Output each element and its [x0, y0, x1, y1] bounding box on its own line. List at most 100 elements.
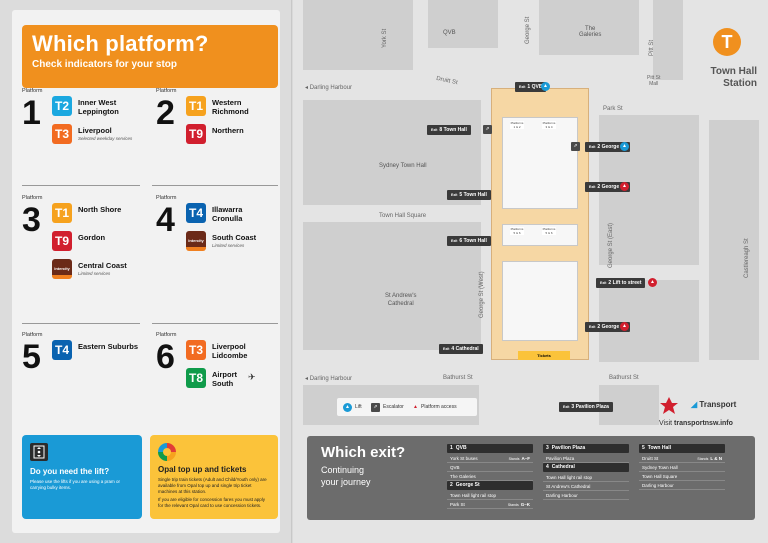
- street-label-darling-bottom: ◂ Darling Harbour: [305, 376, 353, 382]
- line-name: Airport South: [212, 370, 237, 388]
- exit-destination: Pavilion Plaza: [546, 456, 575, 461]
- stands-value: L & N: [710, 456, 722, 461]
- platform-label: Platform: [22, 332, 43, 338]
- line-badge: T1: [186, 96, 206, 116]
- stands-value: G–K: [520, 502, 530, 507]
- line-badge: Intercity: [52, 259, 72, 279]
- station-concourse: Platforms 1 & 2 Platforms 3 & 4 Platform…: [491, 88, 589, 360]
- street-label-pitt-mall: Pitt St Mall: [647, 75, 661, 87]
- line-name: Illawarra Cronulla: [212, 205, 243, 223]
- lift-icon: ▲: [343, 403, 352, 412]
- platform-access-icon: ▲: [620, 322, 629, 331]
- city-block: [428, 0, 498, 48]
- exit-heading-label: Cathedral: [551, 464, 575, 470]
- platform-access-icon: ▲: [648, 278, 657, 287]
- line-subtext: Limited services: [78, 271, 111, 276]
- line-badge: T2: [52, 96, 72, 116]
- line-name: Liverpool Lidcombe: [212, 342, 248, 360]
- platform-number: 2: [156, 94, 175, 132]
- city-block: [303, 0, 413, 70]
- exit-destination: QVB: [450, 465, 460, 470]
- exit-destination: Park St: [450, 502, 465, 507]
- opal-box-title: Opal top up and tickets: [158, 465, 247, 474]
- line-subtext: Limited services: [212, 243, 245, 248]
- street-label-bathurst-right: Bathurst St: [609, 375, 639, 381]
- street-label-george-east: George St (East): [608, 222, 614, 268]
- escalator-icon: ⇗: [571, 142, 580, 151]
- platform-label: Platform: [156, 195, 177, 201]
- exit-destination-row: QVB: [447, 463, 533, 472]
- street-label-darling-top: ◂ Darling Harbour: [305, 85, 353, 91]
- platform-guide-panel: Which platform? Check indicators for you…: [0, 0, 292, 543]
- nsw-government-logo: [659, 396, 679, 416]
- tickets-bar: Tickets: [518, 351, 570, 360]
- lift-box-text: Please use the lifts if you are using a …: [30, 479, 121, 490]
- lift-icon: [30, 443, 48, 461]
- divider: [22, 323, 140, 324]
- exit-destination-row: Darling Harbour: [543, 491, 629, 500]
- escalator-icon: ⇗: [371, 403, 380, 412]
- building-label-st-andrews: St Andrew's Cathedral: [385, 293, 417, 307]
- platform-mini-label: Platforms 5 & 6: [510, 227, 524, 235]
- transport-logo: ◢ Transport: [691, 400, 737, 409]
- platform-access-icon: ▲: [413, 404, 418, 410]
- exit-destination-row: Town Hall Square: [639, 472, 725, 481]
- platform-label: Platform: [156, 88, 177, 94]
- exit-destination-row: Town Hall light rail stop: [447, 491, 533, 500]
- visit-url[interactable]: Visit transportnsw.info: [659, 420, 733, 427]
- stands-word: Stands: [507, 503, 519, 507]
- exit-heading-label: Pavilion Plaza: [551, 445, 586, 451]
- station-name: Town Hall Station: [710, 66, 757, 89]
- city-block: [653, 0, 683, 80]
- platform-number: 5: [22, 338, 41, 376]
- city-block: [303, 100, 481, 205]
- street-label-town-hall-square: Town Hall Square: [379, 213, 427, 219]
- street-label-york: York St: [382, 28, 388, 48]
- exit-destination-row: Sydney Town Hall: [639, 463, 725, 472]
- lift-icon: ▲: [620, 142, 629, 151]
- divider: [152, 185, 278, 186]
- exit-heading-label: QVB: [455, 445, 467, 451]
- map-legend: ▲ Lift ⇗ Escalator ▲ Platform access: [337, 398, 477, 416]
- line-subtext: Selected weekday services: [78, 136, 133, 141]
- page-subtitle: Check indicators for your stop: [32, 59, 178, 70]
- opal-logo-icon: [158, 443, 176, 461]
- station-map: York St George St Pitt St Druitt St Park…: [293, 0, 768, 543]
- exit-destination: St Andrew's Cathedral: [546, 484, 591, 489]
- line-name: Central Coast: [78, 261, 127, 270]
- street-label-park: Park St: [603, 106, 623, 112]
- line-name: North Shore: [78, 205, 122, 214]
- opal-box-text-2: If you are eligible for concession fares…: [158, 497, 266, 508]
- stands-word: Stands: [697, 457, 709, 461]
- exit-destination: Town Hall light rail stop: [546, 475, 593, 480]
- street-label-druitt: Druitt St: [435, 75, 459, 87]
- line-badge: T8: [186, 368, 206, 388]
- line-badge: T1: [52, 203, 72, 223]
- exit-heading-number: 2: [450, 482, 453, 488]
- opal-info-box: Opal top up and tickets Single trip trai…: [150, 435, 278, 519]
- line-badge: T9: [52, 231, 72, 251]
- legend-platform-access: Platform access: [421, 404, 457, 410]
- line-name: Gordon: [78, 233, 106, 242]
- platform-mini-label: Platforms 5 & 6: [542, 227, 556, 235]
